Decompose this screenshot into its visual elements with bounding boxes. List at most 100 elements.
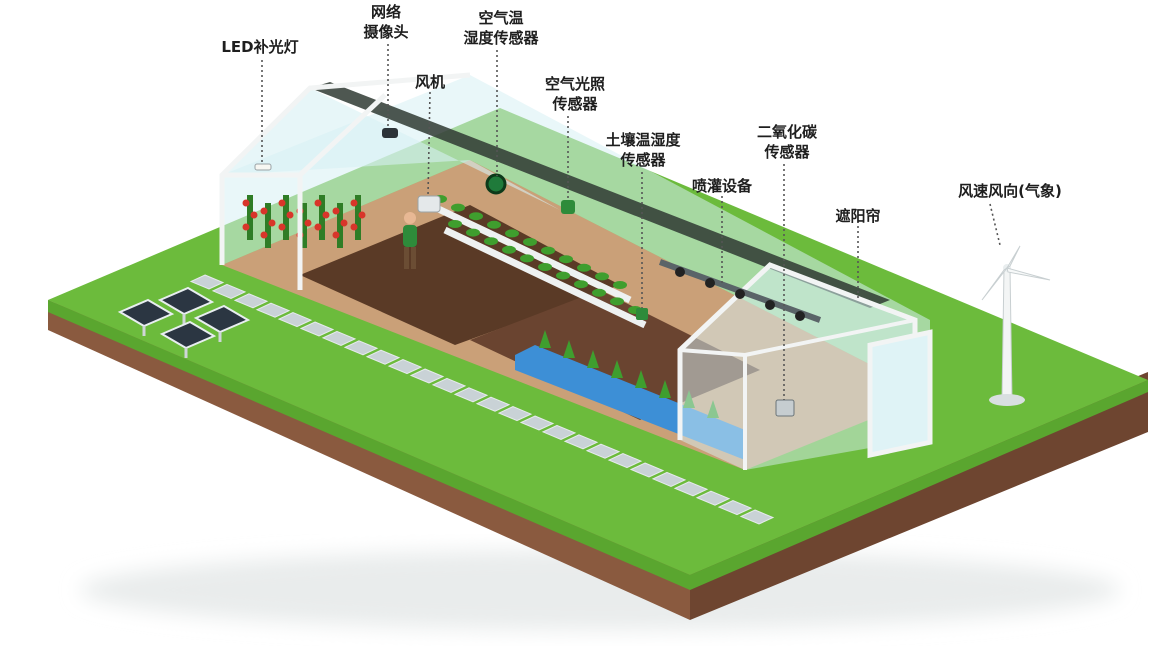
ground-shadow <box>80 550 1120 630</box>
leader-lines <box>261 44 1001 400</box>
tomato-vine <box>355 195 361 240</box>
label-air-temp-humidity-sensor: 空气温 湿度传感器 <box>463 9 539 47</box>
soil-sensor-device <box>636 308 648 320</box>
tomato-vine <box>319 195 325 240</box>
rack-plant <box>574 280 588 289</box>
walkway-tile <box>277 312 313 328</box>
walkway <box>189 274 775 525</box>
walkway-tile <box>431 377 467 393</box>
tomato-vine <box>265 203 271 248</box>
grass-side-left <box>48 300 690 590</box>
tomato-fruit <box>268 219 276 227</box>
tomato-fruit <box>322 211 330 219</box>
tomato-fruit <box>250 211 258 219</box>
rack-shelf <box>428 201 632 304</box>
grass-side-right <box>690 380 1148 590</box>
tomato-fruit <box>358 211 366 219</box>
led-light-device <box>254 163 272 171</box>
label-network-camera: 网络 摄像头 <box>363 3 409 41</box>
walkway-tile <box>519 415 555 431</box>
walkway-tile <box>717 500 753 516</box>
rack-plant <box>613 281 627 289</box>
air-light-sensor-device <box>561 200 575 214</box>
label-sprinkler: 喷灌设备 <box>691 177 752 195</box>
tomato-fruit <box>314 199 322 207</box>
fan-device <box>417 195 441 213</box>
rack-plant <box>523 238 537 246</box>
wind-turbine <box>981 245 1051 406</box>
solar-panels <box>117 286 251 358</box>
plant-racks <box>428 195 719 418</box>
tomato-fruit <box>286 211 294 219</box>
rack-plant <box>538 263 552 271</box>
rack-plant <box>448 220 462 228</box>
walkway-tile <box>695 490 731 506</box>
walkway-tile <box>233 293 269 309</box>
seedling <box>539 330 551 348</box>
walkway-tile <box>321 330 357 346</box>
rack-plant <box>520 254 534 263</box>
solar-panel <box>159 320 217 358</box>
walkway-tile <box>629 462 665 478</box>
tomato-fruit <box>350 223 358 231</box>
rack-plant <box>556 271 570 280</box>
label-weather-station: 风速风向(气象) <box>958 182 1062 200</box>
walkway-tile <box>607 453 643 469</box>
walkway-tile <box>475 396 511 412</box>
air-temp-humidity-sensor-device <box>485 173 507 195</box>
walkway-tile <box>585 443 621 459</box>
walkway-tile <box>211 283 247 299</box>
walkway-tile <box>453 387 489 403</box>
tomato-fruit <box>350 199 358 207</box>
leader-line <box>427 91 431 197</box>
walkway-tile <box>365 349 401 365</box>
walkway-tile <box>409 368 445 384</box>
walkway-tile <box>343 340 379 356</box>
rack-plant <box>469 212 483 221</box>
camera-device <box>382 128 398 138</box>
greenhouse-frame <box>298 93 387 177</box>
rack-plant <box>451 203 465 212</box>
tomato-fruit <box>332 207 340 215</box>
tomato-fruit <box>260 231 268 239</box>
leader-line <box>989 203 1001 246</box>
tomato-vine <box>301 203 307 248</box>
tomato-fruit <box>314 223 322 231</box>
front-room-frame <box>744 318 916 357</box>
rack-plant <box>577 263 591 272</box>
label-led-light: LED补光灯 <box>221 38 299 56</box>
tomato-fruit <box>278 199 286 207</box>
tomato-fruit <box>242 199 250 207</box>
front-room-glass <box>680 265 915 470</box>
walkway-tile <box>387 359 423 375</box>
tomato-fruit <box>260 207 268 215</box>
seedling <box>563 340 575 358</box>
label-fan: 风机 <box>414 73 445 91</box>
seedling <box>659 380 671 398</box>
sprinkler-pipe <box>658 259 822 323</box>
glass-roof <box>222 88 560 210</box>
walkway-tile <box>541 424 577 440</box>
label-soil-temp-humidity-sensor: 土壤温湿度 传感器 <box>605 131 681 169</box>
label-shade-curtain: 遮阳帘 <box>835 207 881 225</box>
tomato-vine <box>337 203 343 248</box>
door-open <box>867 329 933 459</box>
rack-shelf <box>443 226 647 329</box>
rack-plant <box>502 245 516 254</box>
tomato-vine <box>283 195 289 240</box>
seedling <box>635 370 647 388</box>
label-co2-sensor: 二氧化碳 传感器 <box>756 123 817 161</box>
walkway-tile <box>673 481 709 497</box>
rack-plant <box>610 297 624 306</box>
rack-plant <box>541 246 555 255</box>
tomato-fruit <box>242 223 250 231</box>
farmer-figure <box>403 212 417 269</box>
tomato-fruit <box>332 231 340 239</box>
rack-plant <box>487 220 501 229</box>
solar-panel <box>157 286 215 324</box>
solar-panel <box>193 304 251 342</box>
seedling <box>611 360 623 378</box>
rack-plant <box>592 288 606 297</box>
walkway-tile <box>497 406 533 422</box>
